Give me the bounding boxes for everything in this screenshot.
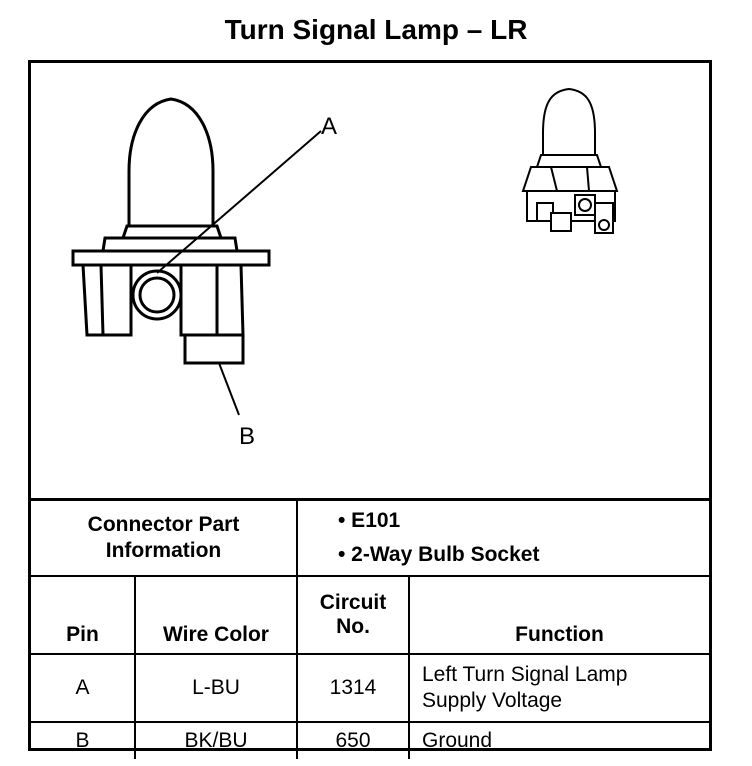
leader-line-a xyxy=(156,130,322,274)
cell-pin: B xyxy=(31,721,136,759)
cell-function: Left Turn Signal Lamp Supply Voltage xyxy=(408,653,709,723)
cell-wire-color: L-BU xyxy=(134,653,298,723)
cell-pin: A xyxy=(31,653,136,723)
bullet-connector-id: • E101 xyxy=(338,509,401,532)
leader-line-b xyxy=(218,362,240,416)
bullet-connector-type: • 2-Way Bulb Socket xyxy=(338,543,540,566)
table-row: B BK/BU 650 Ground xyxy=(31,721,709,759)
connector-info-row: Connector Part Information • E101 • 2-Wa… xyxy=(31,498,709,577)
cell-circuit: 650 xyxy=(296,721,410,759)
connector-bullets: • E101 • 2-Way Bulb Socket xyxy=(296,498,709,577)
small-bulb-icon xyxy=(521,87,619,234)
table-header-row: Pin Wire Color Circuit No. Function xyxy=(31,575,709,655)
callout-a: A xyxy=(321,113,338,140)
header-wire-color: Wire Color xyxy=(134,575,298,655)
header-circuit-no: Circuit No. xyxy=(296,575,410,655)
callout-b: B xyxy=(239,423,256,450)
bulb-socket-drawing xyxy=(71,87,619,416)
diagram-title: Turn Signal Lamp – LR xyxy=(224,14,528,45)
header-pin: Pin xyxy=(31,575,136,655)
cell-function: Ground xyxy=(408,721,709,759)
large-bulb-icon xyxy=(71,97,271,365)
table-row: A L-BU 1314 Left Turn Signal Lamp Supply… xyxy=(31,653,709,723)
cell-wire-color: BK/BU xyxy=(134,721,298,759)
connector-info-table: Connector Part Information • E101 • 2-Wa… xyxy=(31,498,709,759)
connector-part-info-label: Connector Part Information xyxy=(31,498,298,577)
diagram-frame: A B Connector Part Information • E101 • … xyxy=(28,60,712,759)
cell-circuit: 1314 xyxy=(296,653,410,723)
header-function: Function xyxy=(408,575,709,655)
illustration-area: A B xyxy=(31,63,709,498)
